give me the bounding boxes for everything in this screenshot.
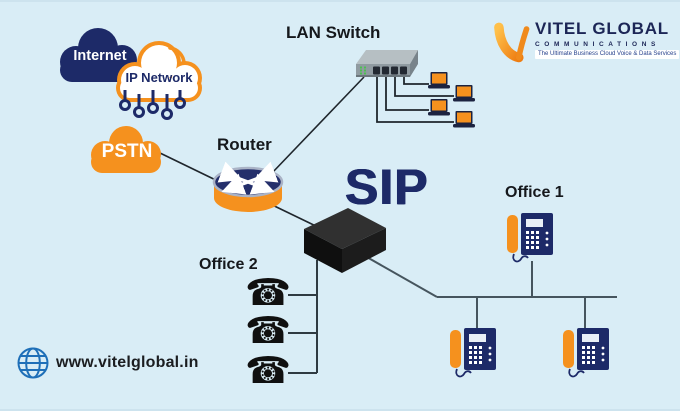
ip-network-label: IP Network [125,70,193,85]
laptop-icon [428,72,450,89]
router-icon [212,161,284,212]
ip-phone-icon [563,328,609,378]
network-drop-connectors-icon [119,90,186,120]
globe-icon [17,347,49,379]
logo-title: VITEL GLOBAL [535,19,669,38]
ip-phone-icon [507,213,553,263]
office1-label: Office 1 [505,184,564,201]
cloud-shape-internet [60,28,137,82]
analog-phone-icon: ☎ [245,310,292,351]
sip-title: SIP [345,159,429,215]
internet-cloud: Internet [52,22,148,92]
website-link[interactable]: www.vitelglobal.in [56,354,199,371]
pstn-label: PSTN [101,141,153,162]
laptop-icon [453,85,475,102]
laptop-icon [453,111,475,128]
internet-label: Internet [73,48,127,64]
cloud-shape-pstn [91,126,161,173]
router-label: Router [217,135,272,154]
analog-phone-icon: ☎ [245,350,292,391]
website-bar: www.vitelglobal.in [16,346,199,380]
pstn-cloud: PSTN [84,122,170,180]
vitel-logo-icon [494,22,530,63]
sip-gateway-box-icon [304,208,386,273]
analog-phone-icon: ☎ [245,272,292,313]
ip-phone-icon [450,328,496,378]
laptop-icon [428,99,450,116]
logo-subtitle: COMMUNICATIONS [535,40,660,48]
lan-switch-label: LAN Switch [286,23,381,42]
office2-label: Office 2 [199,256,258,273]
logo-text-block: VITEL GLOBAL COMMUNICATIONS The Ultimate… [535,19,680,59]
logo-tagline: The Ultimate Business Cloud Voice & Data… [535,49,680,59]
vitel-global-logo: VITEL GLOBAL COMMUNICATIONS The Ultimate… [492,19,680,64]
lan-switch-icon [356,50,418,77]
